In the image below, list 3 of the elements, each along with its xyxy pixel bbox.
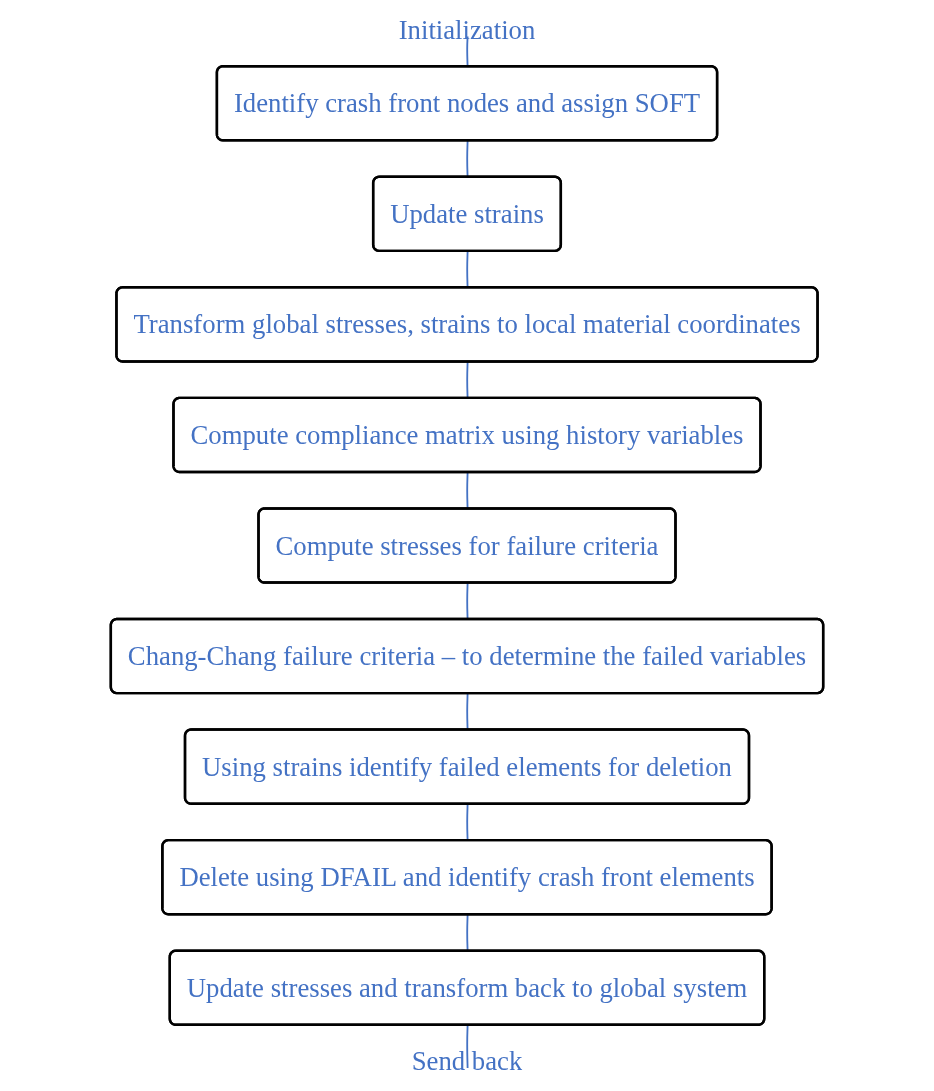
node-text: Send back: [411, 1046, 523, 1077]
connector: [466, 1024, 469, 1069]
node-text: Initialization: [398, 14, 536, 45]
